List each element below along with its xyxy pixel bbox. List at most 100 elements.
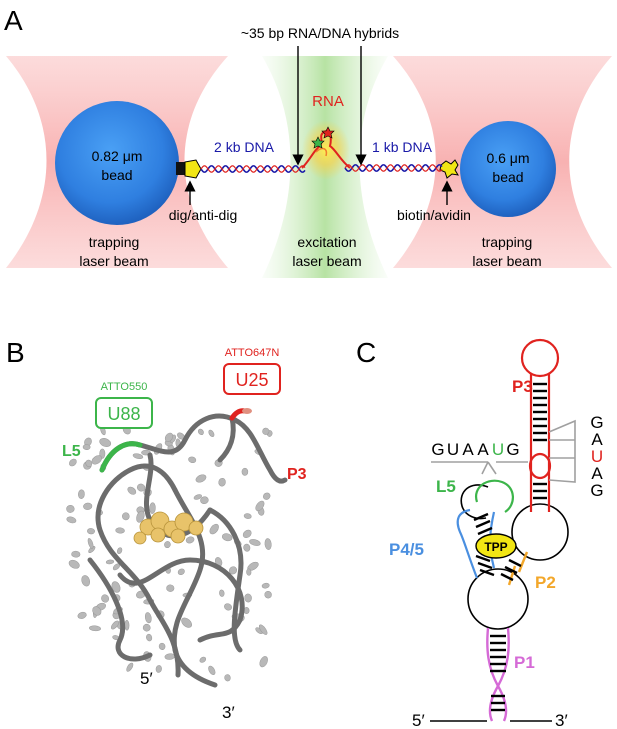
- u25-dye-tip: [242, 408, 252, 414]
- base-fragment: [115, 527, 125, 534]
- base-fragment: [127, 486, 137, 495]
- gauag-bracket: [548, 419, 576, 483]
- gauag-letter: A: [591, 464, 603, 483]
- right-bead-word: bead: [492, 169, 523, 185]
- base-fragment: [166, 584, 175, 592]
- p2-base-pairs: [500, 558, 522, 582]
- base-pair-tick: [477, 561, 493, 570]
- base-fragment: [142, 623, 151, 632]
- tpp-label: TPP: [484, 540, 507, 554]
- base-fragment: [243, 543, 251, 552]
- base-fragment: [209, 523, 219, 535]
- left-bead-size: 0.82 μm: [92, 148, 143, 164]
- base-fragment: [82, 444, 91, 450]
- p3-base-pairs: [533, 382, 547, 500]
- panel-c-l5-label: L5: [436, 477, 456, 496]
- biotin-label: biotin/avidin: [397, 207, 471, 223]
- base-fragment: [155, 665, 162, 673]
- base-pair-tick: [477, 526, 493, 536]
- base-fragment: [83, 502, 93, 510]
- base-fragment: [242, 529, 252, 539]
- guaaug-letter: G: [506, 440, 519, 459]
- base-fragment: [87, 528, 95, 535]
- base-fragment: [224, 603, 232, 611]
- base-fragment: [99, 438, 112, 447]
- base-fragment: [264, 591, 272, 599]
- tpp-ligand: [133, 511, 204, 545]
- base-fragment: [116, 547, 123, 555]
- left-bead: [55, 101, 179, 225]
- u88-segment: [99, 441, 143, 473]
- base-fragment: [188, 456, 197, 464]
- u88-label: U88: [107, 404, 140, 424]
- base-fragment: [101, 594, 110, 603]
- base-fragment: [261, 582, 270, 589]
- base-fragment: [66, 504, 75, 513]
- dig-label: dig/anti-dig: [169, 207, 238, 223]
- p2-label: P2: [535, 573, 556, 592]
- panel-c-three-prime: 3′: [555, 711, 568, 729]
- base-fragment: [77, 611, 87, 619]
- left-beam-line-2: laser beam: [79, 253, 148, 269]
- base-fragment: [218, 477, 226, 487]
- right-bead-size: 0.6 μm: [486, 150, 529, 166]
- base-fragment: [264, 538, 272, 550]
- base-fragment: [146, 633, 153, 642]
- right-dna-label: 1 kb DNA: [372, 139, 433, 155]
- base-fragment: [68, 559, 80, 569]
- base-fragment: [164, 541, 171, 549]
- base-fragment: [122, 512, 130, 521]
- left-dna-strand-blue: [200, 165, 306, 173]
- biotin-star-icon: [439, 159, 459, 179]
- base-fragment: [91, 455, 102, 465]
- base-pair-tick: [475, 519, 491, 529]
- left-dna-label: 2 kb DNA: [214, 139, 275, 155]
- guaaug-letter: G: [431, 440, 444, 459]
- gauag-letter: A: [591, 430, 603, 449]
- left-bead-word: bead: [101, 167, 132, 183]
- base-fragment: [132, 453, 144, 460]
- base-fragment: [66, 516, 77, 524]
- base-fragment: [149, 502, 156, 514]
- base-fragment: [195, 474, 207, 483]
- dig-linker-block: [176, 162, 185, 175]
- p2-strands: [507, 551, 529, 586]
- base-fragment: [144, 612, 152, 624]
- base-fragment: [249, 539, 261, 546]
- panel-b: B ATTO55: [6, 337, 307, 722]
- green-dye-star-icon: [311, 136, 325, 149]
- panel-b-three-prime: 3′: [222, 703, 235, 722]
- left-beam-line-1: trapping: [89, 234, 140, 250]
- gauag-letter: G: [590, 413, 603, 432]
- panel-c-p3-label: P3: [512, 377, 533, 396]
- guaaug-letter: U: [447, 440, 459, 459]
- base-pair-tick: [473, 512, 489, 522]
- panel-b-l5-label: L5: [62, 443, 81, 460]
- red-dye-star-icon: [321, 126, 335, 139]
- base-fragment: [110, 620, 120, 630]
- base-fragment: [200, 496, 209, 504]
- base-fragment: [89, 625, 101, 632]
- p1-label: P1: [514, 653, 535, 672]
- right-dna-strand-blue: [344, 164, 443, 172]
- panel-a-letter: A: [4, 5, 23, 36]
- left-dna-strand-red: [200, 165, 306, 173]
- base-fragment: [219, 589, 225, 597]
- base-fragment: [258, 624, 268, 635]
- base-fragment: [181, 617, 192, 628]
- base-fragment: [208, 429, 215, 437]
- gauag-letter: G: [590, 481, 603, 500]
- base-fragment: [185, 536, 195, 544]
- panel-c-letter: C: [356, 337, 376, 368]
- panel-b-five-prime: 5′: [140, 669, 153, 688]
- p45-base-pairs: [473, 512, 495, 577]
- base-fragment: [262, 427, 270, 435]
- base-fragment: [126, 662, 134, 672]
- p1-strand-right: [488, 627, 510, 722]
- gauag-letter: U: [591, 447, 603, 466]
- base-fragment: [87, 538, 94, 549]
- base-fragment: [78, 489, 85, 499]
- base-fragment: [69, 458, 77, 467]
- base-pair-tick: [475, 554, 491, 563]
